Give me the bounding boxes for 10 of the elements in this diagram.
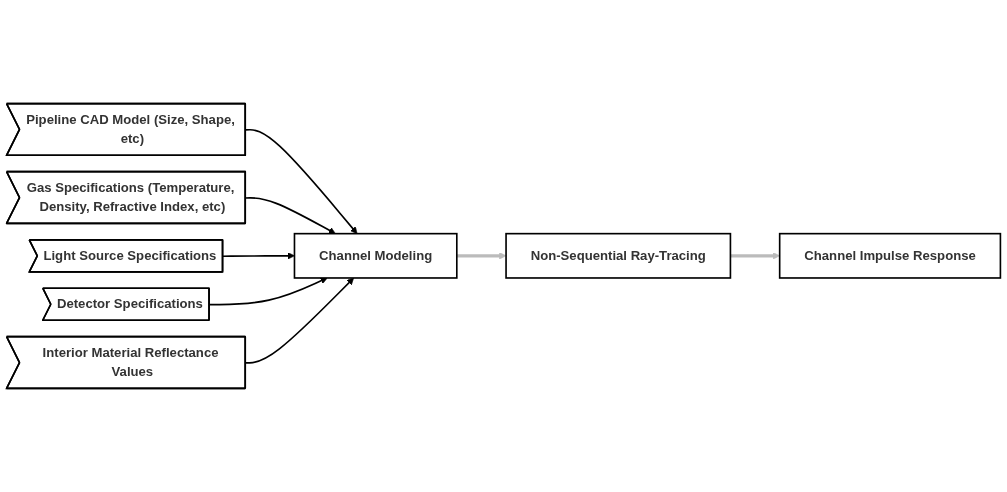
node-box: Non-Sequential Ray-Tracing: [505, 232, 732, 279]
arrow: [222, 252, 295, 260]
arrow: [208, 277, 328, 306]
arrow: [244, 277, 354, 364]
arrow: [244, 197, 336, 234]
node-box: Channel Modeling: [293, 232, 458, 279]
arrow: [244, 128, 358, 234]
node-box: Channel Impulse Response: [778, 232, 1002, 279]
arrow: [730, 252, 780, 260]
arrow: [456, 252, 507, 260]
